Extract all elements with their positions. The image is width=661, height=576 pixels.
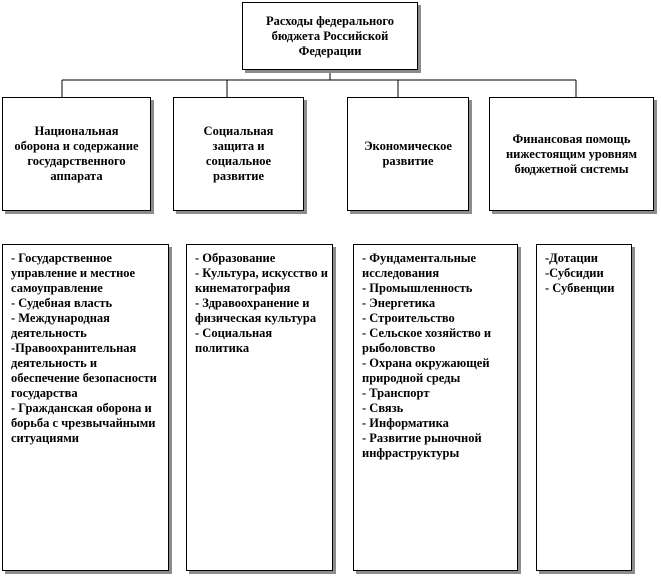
category-node-social: Социальная защита и социальное развитие bbox=[173, 97, 304, 211]
category-title: Финансовая помощь нижестоящим уровням бю… bbox=[505, 131, 638, 176]
list-item: - Охрана окружающей природной среды bbox=[362, 356, 490, 385]
category-node-economic: Экономическое развитие bbox=[347, 97, 469, 211]
list-item: - Субвенции bbox=[545, 281, 615, 295]
list-item: -Субсидии bbox=[545, 266, 604, 280]
list-item: - Фундаментальные исследования bbox=[362, 251, 477, 280]
list-item: -Дотации bbox=[545, 251, 598, 265]
root-node: Расходы федерального бюджета Российской … bbox=[242, 2, 418, 70]
list-item: - Государственное управление и местное с… bbox=[11, 251, 136, 295]
category-node-financial: Финансовая помощь нижестоящим уровням бю… bbox=[489, 97, 654, 211]
list-item: - Строительство bbox=[362, 311, 455, 325]
list-item: - Культура, искусство и кинематография bbox=[195, 266, 328, 295]
list-item: - Сельское хозяйство и рыболовство bbox=[362, 326, 492, 355]
category-title: Экономическое развитие bbox=[364, 139, 452, 168]
category-title: Национальная оборона и содержание госуда… bbox=[14, 124, 139, 183]
list-item: -Правоохранительная деятельность и обесп… bbox=[11, 341, 157, 400]
list-item: - Гражданская оборона и борьба с чрезвыч… bbox=[11, 401, 156, 445]
list-item: - Международная деятельность bbox=[11, 311, 110, 340]
list-item: - Судебная власть bbox=[11, 296, 113, 310]
root-node-label: Расходы федерального бюджета Российской … bbox=[265, 13, 395, 58]
list-item: - Транспорт bbox=[362, 386, 430, 400]
list-item: - Информатика bbox=[362, 416, 449, 430]
list-item: - Образование bbox=[195, 251, 276, 265]
category-list-financial: -Дотации -Субсидии - Субвенции bbox=[536, 244, 632, 571]
category-title: Социальная защита и социальное развитие bbox=[203, 124, 274, 183]
category-list-defense: - Государственное управление и местное с… bbox=[2, 244, 169, 571]
category-node-defense: Национальная оборона и содержание госуда… bbox=[2, 97, 151, 211]
list-item: - Здравоохранение и физическая культура bbox=[195, 296, 317, 325]
category-list-economic: - Фундаментальные исследования - Промышл… bbox=[353, 244, 518, 571]
list-item: - Промышленность bbox=[362, 281, 473, 295]
list-item: - Энергетика bbox=[362, 296, 436, 310]
list-item: - Социальная политика bbox=[195, 326, 273, 355]
list-item: - Связь bbox=[362, 401, 404, 415]
list-item: - Развитие рыночной инфраструктуры bbox=[362, 431, 482, 460]
category-list-social: - Образование - Культура, искусство и ки… bbox=[186, 244, 333, 571]
